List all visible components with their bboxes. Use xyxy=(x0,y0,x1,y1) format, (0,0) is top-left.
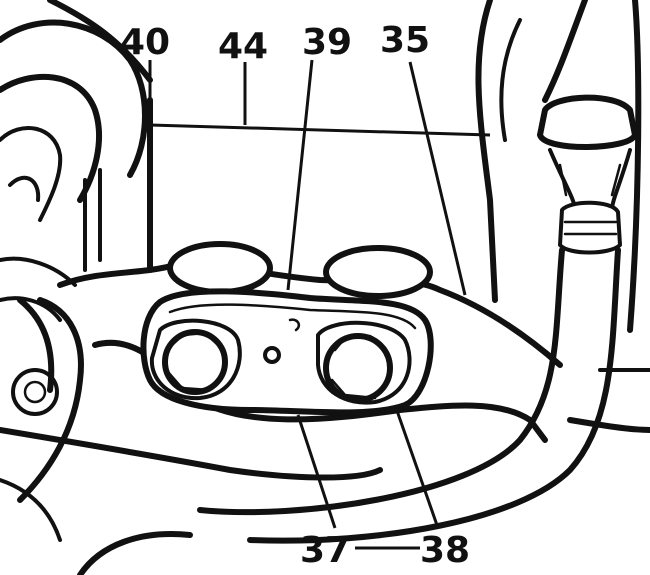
coolant-hose-right xyxy=(197,247,621,544)
boss-rings xyxy=(167,241,433,299)
hose-boot xyxy=(537,94,638,255)
lower-hose-left xyxy=(0,368,650,575)
callout-38: 38 xyxy=(420,530,470,571)
callout-44: 44 xyxy=(218,26,268,67)
plate-center-hole xyxy=(263,346,281,364)
leader-39 xyxy=(286,59,314,291)
cylinder-housing-right xyxy=(475,0,642,333)
leader-37 xyxy=(296,414,337,529)
leader-lines xyxy=(148,59,491,550)
callout-37: 37 xyxy=(300,530,350,571)
bolt-left xyxy=(149,318,242,401)
callout-40: 40 xyxy=(120,22,170,63)
leader-44-bar xyxy=(149,123,491,137)
bolt-right xyxy=(316,320,412,405)
callout-labels: 40 44 39 35 37 38 xyxy=(120,20,470,571)
leader-38 xyxy=(393,404,440,529)
engine-housing-topleft xyxy=(0,0,153,273)
callout-35: 35 xyxy=(380,20,430,61)
callout-39: 39 xyxy=(302,22,352,63)
flange-nut-left xyxy=(11,297,84,503)
leader-35 xyxy=(408,61,467,296)
